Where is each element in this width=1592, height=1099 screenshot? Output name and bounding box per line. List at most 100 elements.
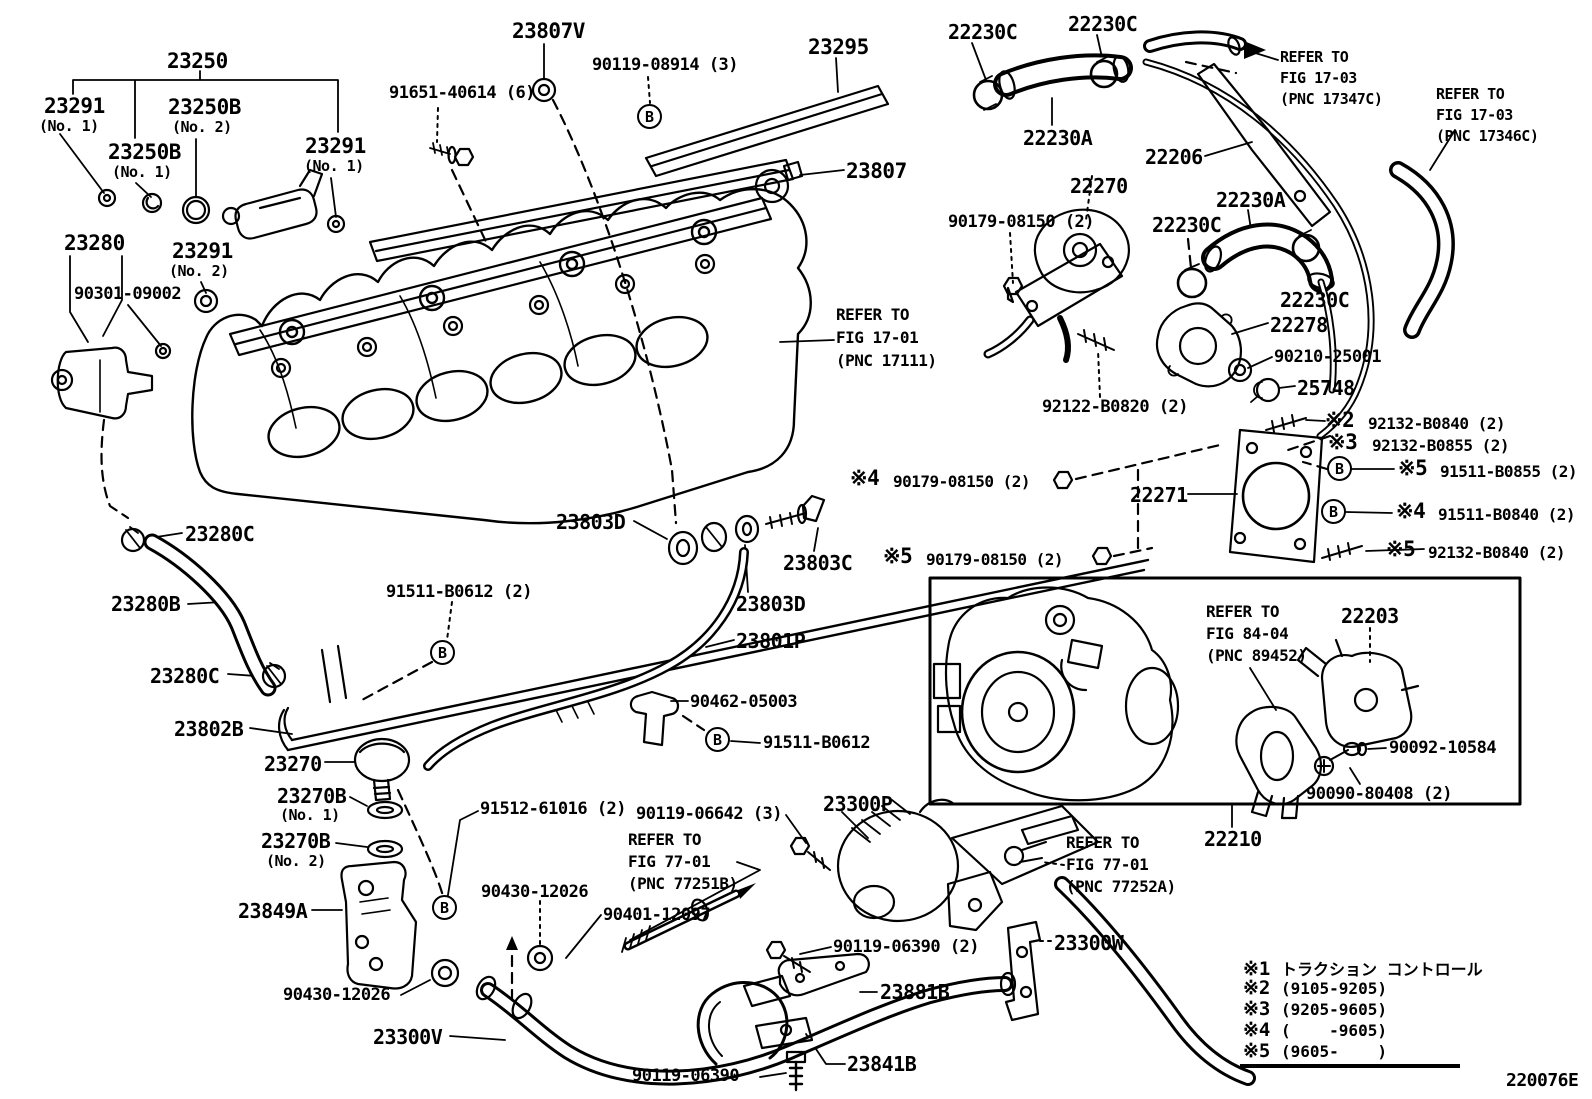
part-number-label: 22230C <box>1280 288 1350 312</box>
reference-note: REFER TO FIG 77-01 (PNC 77252A) <box>1066 833 1176 896</box>
part-number-label: 23270B <box>261 829 331 853</box>
part-number-label: 90401-12097 <box>603 905 711 925</box>
part-qualifier: (No. 1) <box>304 157 364 175</box>
part-qualifier: (No. 1) <box>39 117 99 135</box>
part-number-label: 90179-08150 (2) <box>893 472 1031 491</box>
footnote-legend: ※1 トラクション コントロール ※2 (9105-9205)※3(9205-9605… <box>1243 956 1483 1062</box>
part-number-label: 92132-B0855 (2) <box>1372 436 1510 455</box>
circled-b-marker: B <box>430 640 455 665</box>
part-number-label: 23300V <box>373 1025 443 1049</box>
part-number-label: 22230C <box>1068 12 1138 36</box>
air-valve-22270-artwork <box>983 208 1130 363</box>
reference-note: REFER TO FIG 77-01 (PNC 77251B) <box>628 830 738 893</box>
legend-mark: ※2 <box>1243 977 1271 999</box>
part-number-label: 90179-08150 (2) <box>948 212 1095 232</box>
part-number-label: 90462-05003 <box>690 692 798 712</box>
part-number-label: 23300W <box>1054 931 1124 955</box>
footnote-mark: ※5 <box>1386 537 1416 561</box>
legend-mark: ※3 <box>1243 998 1271 1020</box>
legend-mark: ※5 <box>1243 1040 1271 1062</box>
part-number-label: 23280 <box>64 231 125 255</box>
part-number-label: 23250B <box>168 95 241 119</box>
part-number-label: 23300P <box>823 792 893 816</box>
part-number-label: 25748 <box>1297 376 1355 400</box>
footnote-mark: ※5 <box>883 544 913 568</box>
air-hoses-artwork <box>972 30 1455 440</box>
part-number-label: 91511-B0612 (2) <box>386 582 533 602</box>
circled-b-marker: B <box>1321 499 1346 524</box>
dotted-leaders <box>436 76 1371 945</box>
part-number-label: 91511-B0612 <box>763 733 871 753</box>
part-number-label: 23291 <box>44 94 105 118</box>
part-number-label: 22206 <box>1145 145 1203 169</box>
part-number-label: 90119-08914 (3) <box>592 55 739 75</box>
part-number-label: 90090-80408 (2) <box>1306 784 1453 804</box>
vacuum-hoses-artwork <box>430 876 1256 1086</box>
part-number-label: 23807 <box>846 159 907 183</box>
part-number-label: 92132-B0840 (2) <box>1368 414 1506 433</box>
part-number-label: 23291 <box>172 239 233 263</box>
part-number-label: 22230A <box>1023 126 1093 150</box>
part-qualifier: (No. 2) <box>169 262 229 280</box>
hose-23280B-artwork <box>120 526 287 697</box>
intake-manifold-artwork <box>191 188 812 525</box>
brackets-and-bolts-artwork <box>696 836 1042 1092</box>
part-number-label: 91651-40614 (6) <box>389 83 536 103</box>
part-number-label: 90092-10584 <box>1389 738 1497 758</box>
legend-row: ※2 (9105-9205) <box>1243 977 1483 999</box>
part-number-label: 91511-B0855 (2) <box>1440 462 1578 481</box>
circled-b-marker: B <box>637 104 662 129</box>
part-number-label: 92132-B0840 (2) <box>1428 543 1566 562</box>
fuel-rail-artwork <box>228 84 890 379</box>
part-number-label: 23291 <box>305 134 366 158</box>
footnote-mark: ※5 <box>1398 456 1428 480</box>
footnote-mark: ※2 <box>1325 408 1355 432</box>
circled-b-marker: B <box>705 727 730 752</box>
part-number-label: 23803D <box>736 592 806 616</box>
direction-arrows <box>506 41 1266 950</box>
legend-row: ※4( -9605) <box>1243 1019 1483 1041</box>
legend-mark: ※1 <box>1243 958 1271 980</box>
circled-b-marker: B <box>1327 456 1352 481</box>
legend-mark: ※4 <box>1243 1019 1271 1041</box>
legend-underline <box>1240 1064 1460 1068</box>
part-number-label: 22230C <box>1152 213 1222 237</box>
part-number-label: 23250 <box>167 49 228 73</box>
legend-text: トラクション コントロール <box>1281 960 1483 979</box>
part-qualifier: (No. 2) <box>266 852 326 870</box>
part-number-label: 23270B <box>277 784 347 808</box>
part-number-label: 90210-25001 <box>1274 347 1382 367</box>
part-number-label: 23250B <box>108 140 181 164</box>
part-number-label: 91511-B0840 (2) <box>1438 505 1576 524</box>
reference-note: REFER TO FIG 84-04 (PNC 89452) <box>1206 602 1307 665</box>
throttle-gasket-plate-artwork <box>1052 414 1363 566</box>
circled-b-marker: B <box>432 895 457 920</box>
part-number-label: 22230C <box>948 20 1018 44</box>
part-number-label: 22270 <box>1070 174 1128 198</box>
footnote-mark: ※4 <box>1396 499 1426 523</box>
part-number-label: 90119-06390 <box>632 1066 740 1086</box>
part-number-label: 22271 <box>1130 483 1188 507</box>
reference-note: REFER TO FIG 17-03 (PNC 17346C) <box>1436 85 1539 145</box>
legend-row: ※1 トラクション コントロール <box>1243 956 1483 980</box>
part-qualifier: (No. 2) <box>172 118 232 136</box>
part-number-label: 23280C <box>185 522 255 546</box>
part-qualifier: (No. 1) <box>280 806 340 824</box>
reference-note: REFER TO FIG 17-03 (PNC 17347C) <box>1280 48 1383 108</box>
part-number-label: 90430-12026 <box>481 882 589 902</box>
part-number-label: 22210 <box>1204 827 1262 851</box>
part-number-label: 23807V <box>512 19 585 43</box>
part-number-label: 22278 <box>1270 313 1328 337</box>
legend-text: (9105-9205) <box>1281 979 1387 998</box>
part-number-label: 22230A <box>1216 188 1286 212</box>
part-number-label: 23801P <box>736 629 806 653</box>
pipe-90401-artwork <box>621 883 756 953</box>
part-number-label: 23803C <box>783 551 853 575</box>
bolt-artwork <box>429 142 475 167</box>
cold-start-injector-artwork <box>50 346 154 420</box>
throttle-body-box <box>928 576 1522 820</box>
legend-row: ※3(9205-9605) <box>1243 998 1483 1020</box>
part-number-label: 23803D <box>556 510 626 534</box>
